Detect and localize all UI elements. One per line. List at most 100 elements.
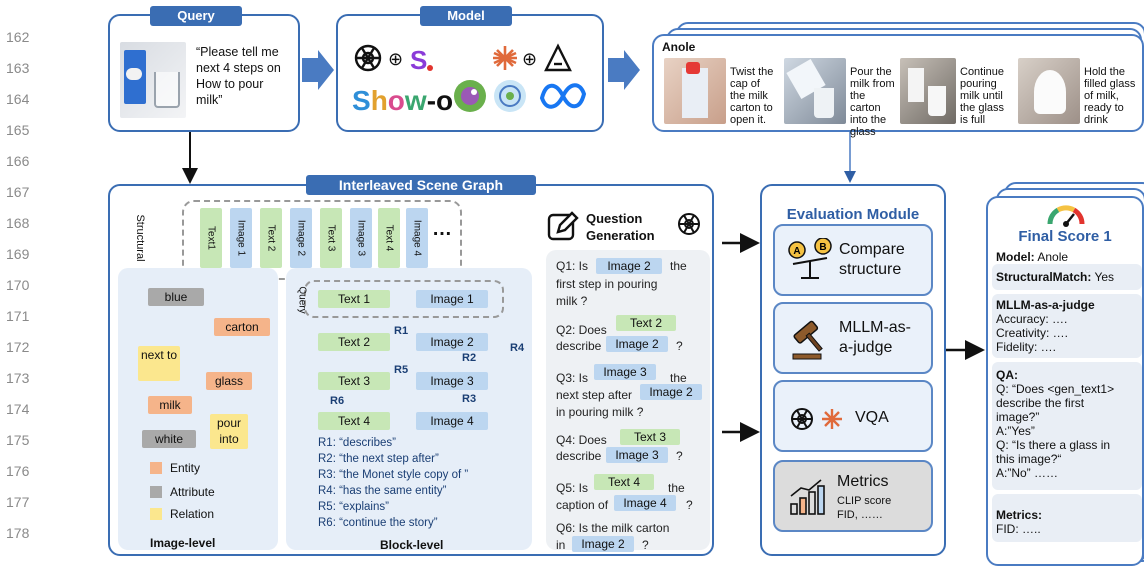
q5-chip1: Text 4 bbox=[594, 474, 654, 490]
line-number: 172 bbox=[6, 339, 30, 355]
line-number: 178 bbox=[6, 525, 30, 541]
metrics-label: Metrics bbox=[837, 473, 889, 490]
legend-relation-swatch bbox=[150, 508, 162, 520]
line-number: 167 bbox=[6, 184, 30, 200]
q2-b: describe bbox=[556, 339, 602, 353]
structural-image4: Image 4 bbox=[406, 208, 428, 268]
compare-label-1: Compare bbox=[839, 241, 905, 258]
line-number: 164 bbox=[6, 91, 30, 107]
metrics-sub-2: FID, …… bbox=[837, 509, 883, 521]
plus-icon: ⊕ bbox=[388, 49, 403, 70]
q1-c: first step in pouring bbox=[556, 277, 658, 291]
pencil-icon bbox=[547, 211, 579, 241]
block-image4: Image 4 bbox=[416, 412, 488, 430]
structural-image3: Image 3 bbox=[350, 208, 372, 268]
image-level-title: Image-level bbox=[150, 536, 216, 550]
relation-r1: R1: “describes” bbox=[318, 437, 396, 449]
meta-icon bbox=[539, 83, 587, 109]
node-next-to: next to bbox=[138, 346, 180, 381]
block-query-box bbox=[304, 280, 504, 318]
q6-c: ? bbox=[642, 538, 649, 552]
score-qa-line: describe the first bbox=[996, 396, 1085, 410]
chameleon-icon bbox=[454, 80, 486, 112]
step2-text: Pour the milk from the carton into the g… bbox=[850, 66, 895, 138]
line-number: 173 bbox=[6, 370, 30, 386]
q4-chip1: Text 3 bbox=[620, 429, 680, 445]
legend-attribute: Attribute bbox=[170, 485, 215, 499]
q5-a: Q5: Is bbox=[556, 481, 589, 495]
score-structural: StructuralMatch: Yes bbox=[996, 270, 1115, 284]
q3-b: the bbox=[670, 371, 687, 385]
model-logos: ⊕ S ⊕ Show-o bbox=[352, 43, 587, 116]
legend-attribute-swatch bbox=[150, 486, 162, 498]
structural-text3: Text 3 bbox=[320, 208, 342, 268]
block-level-title: Block-level bbox=[380, 538, 444, 552]
edge-r6: R6 bbox=[330, 395, 345, 407]
relation-r4: R4: “has the same entity” bbox=[318, 485, 447, 497]
node-white: white bbox=[142, 430, 196, 448]
vqa-label: VQA bbox=[855, 409, 889, 426]
relation-r5: R5: “explains” bbox=[318, 501, 389, 513]
block-text3: Text 3 bbox=[318, 372, 390, 390]
legend-entity-swatch bbox=[150, 462, 162, 474]
svg-text:B: B bbox=[819, 242, 826, 253]
seed-icon: S bbox=[410, 45, 427, 75]
legend-entity: Entity bbox=[170, 461, 201, 475]
line-number: 166 bbox=[6, 153, 30, 169]
q5-c: caption of bbox=[556, 498, 609, 512]
compare-structure-box: A B Compare structure bbox=[773, 224, 933, 296]
q1-chip: Image 2 bbox=[596, 258, 662, 274]
structural-image2: Image 2 bbox=[290, 208, 312, 268]
isg-tab: Interleaved Scene Graph bbox=[306, 175, 536, 195]
node-milk: milk bbox=[148, 396, 192, 414]
q2-a: Q2: Does bbox=[556, 323, 607, 337]
block-query-label: Query bbox=[296, 286, 308, 314]
triangle-logo-icon bbox=[544, 43, 572, 72]
score-mllm-title: MLLM-as-a-judge bbox=[996, 298, 1095, 312]
eval-title: Evaluation Module bbox=[786, 206, 920, 223]
line-number: 176 bbox=[6, 463, 30, 479]
gauge-icon bbox=[1047, 205, 1085, 227]
q2-chip1: Text 2 bbox=[616, 315, 676, 331]
svg-text:A: A bbox=[793, 246, 800, 257]
step1-text: Twist the cap of the milk carton to open… bbox=[730, 66, 774, 126]
node-carton: carton bbox=[214, 318, 270, 336]
score-qa-line: Q: “Is there a glass in bbox=[996, 438, 1111, 452]
showo-logo: Show-o bbox=[352, 85, 453, 116]
openai-vqa-icon bbox=[791, 408, 813, 430]
q1-d: milk ? bbox=[556, 294, 588, 308]
block-image2: Image 2 bbox=[416, 333, 488, 351]
query-text: “Please tell me next 4 steps on How to p… bbox=[196, 45, 281, 107]
q5-d: ? bbox=[686, 498, 693, 512]
score-mllm-line: Accuracy: …. bbox=[996, 312, 1068, 326]
score-model: Model: Anole bbox=[996, 250, 1069, 264]
score-mllm-line: Creativity: …. bbox=[996, 326, 1069, 340]
line-number: 163 bbox=[6, 60, 30, 76]
step4-image bbox=[1018, 58, 1080, 124]
relation-r6: R6: “continue the story” bbox=[318, 517, 438, 529]
relation-r2: R2: “the next step after” bbox=[318, 453, 439, 465]
q3-d: in pouring milk ? bbox=[556, 405, 644, 419]
edge-r5: R5 bbox=[394, 364, 409, 376]
q6-a: Q6: Is the milk carton bbox=[556, 521, 670, 535]
block-image3: Image 3 bbox=[416, 372, 488, 390]
gavel-icon bbox=[792, 320, 823, 360]
q1-b: the bbox=[670, 259, 687, 273]
score-metrics-value: FID: ….. bbox=[996, 522, 1041, 536]
relation-r3: R3: “the Monet style copy of ” bbox=[318, 469, 469, 481]
claude-vqa-icon bbox=[822, 409, 842, 429]
node-glass: glass bbox=[206, 372, 252, 390]
bar-chart-icon bbox=[790, 479, 825, 515]
q4-c: ? bbox=[676, 449, 683, 463]
structural-label-wrap: Structural bbox=[130, 208, 150, 268]
gpt-circle-icon bbox=[494, 80, 526, 112]
step1-image bbox=[664, 58, 726, 124]
line-number: 169 bbox=[6, 246, 30, 262]
line-number: 170 bbox=[6, 277, 30, 293]
model-tab: Model bbox=[420, 6, 512, 26]
metrics-sub-1: CLIP score bbox=[837, 495, 892, 507]
line-number: 168 bbox=[6, 215, 30, 231]
block-level-panel bbox=[286, 268, 532, 550]
q3-c: next step after bbox=[556, 388, 633, 402]
line-number: 175 bbox=[6, 432, 30, 448]
